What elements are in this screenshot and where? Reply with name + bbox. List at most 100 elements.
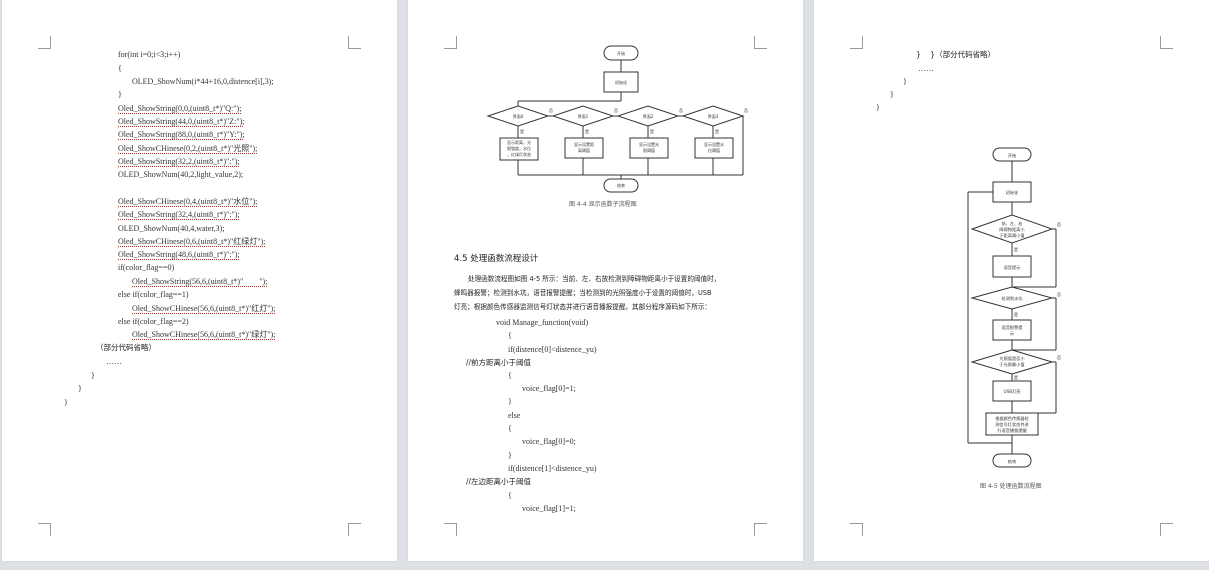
svg-text:是: 是 [1014,247,1019,253]
margin-corner-top-right [754,36,767,49]
svg-text:是: 是 [650,128,654,134]
svg-text:界面2: 界面2 [643,114,654,119]
svg-text:于距离阈小值: 于距离阈小值 [999,232,1024,239]
paragraph-line: 蜂鸣器报警；检测到水坑，语音报警提醒；当检测到的光照强度小于设置的阈值时，USB [454,289,712,297]
code-line: if(color_flag==0) [118,263,175,272]
svg-text:是: 是 [1014,312,1019,318]
svg-text:障碍物距离小: 障碍物距离小 [999,226,1025,233]
section-heading: 4.5 处理函数流程设计 [454,254,539,264]
svg-text:结束: 结束 [617,182,625,188]
code-comment: //前方距离小于阈值 [466,358,532,367]
code-line: } [903,77,907,86]
svg-text:前、左、右: 前、左、右 [1002,220,1023,227]
svg-text:界面0: 界面0 [513,114,524,119]
code-line: Oled_ShowCHinese(0,4,(uint8_t*)"水位"); [118,197,258,206]
margin-corner-bottom-right [1160,523,1173,536]
code-line: voice_flag[1]=1; [522,504,576,513]
margin-corner-bottom-left [850,523,863,536]
svg-text:USB灯亮: USB灯亮 [1004,388,1021,395]
omitted-code-note: （部分代码省略） [96,343,156,352]
code-line: else if(color_flag==2) [118,317,189,326]
code-line: } [890,90,894,99]
code-line: OLED_ShowNum(40,2,light_value,2); [118,170,244,179]
code-line: } [91,371,95,380]
code-line: void Manage_function(void) [496,318,589,327]
svg-text:否: 否 [679,108,683,113]
svg-text:照阈值: 照阈值 [643,147,655,153]
code-line: if(distence[0]<distence_yu) [508,345,597,354]
svg-text:开始: 开始 [1008,152,1017,159]
code-line: if(distence[1]<distence_yu) [508,464,597,473]
code-line: Oled_ShowString(88,0,(uint8_t*)"Y:"); [118,130,245,139]
margin-corner-top-right [348,36,361,49]
code-line: } [876,103,880,112]
svg-text:于光照最小值: 于光照最小值 [999,361,1024,368]
code-line: } [64,398,68,407]
svg-text:显示设置距: 显示设置距 [574,141,594,147]
code-line: Oled_ShowCHinese(56,6,(uint8_t*)"红灯"); [132,304,276,313]
code-line: { [508,424,512,433]
svg-text:结束: 结束 [1008,458,1017,465]
svg-text:是: 是 [1014,375,1019,381]
svg-text:光照值是否小: 光照值是否小 [999,355,1025,362]
svg-text:行语音播报提醒: 行语音播报提醒 [997,427,1027,434]
svg-text:否: 否 [744,108,748,113]
svg-text:初始化: 初始化 [615,79,627,85]
code-line: Oled_ShowCHinese(0,6,(uint8_t*)"红绿灯"); [118,237,266,246]
svg-text:是: 是 [585,128,589,134]
code-line: Oled_ShowString(0,0,(uint8_t*)"Q:"); [118,104,242,113]
code-line: { [508,371,512,380]
code-line: } [78,384,82,393]
code-line: voice_flag[0]=1; [522,384,576,393]
svg-text:根据颜色传感器检: 根据颜色传感器检 [995,415,1029,422]
svg-text:显示距离，光: 显示距离，光 [507,139,531,145]
code-line: else [508,411,521,420]
code-line: Oled_ShowCHinese(56,6,(uint8_t*)"绿灯"); [132,330,276,339]
svg-text:，红绿灯状态: ，红绿灯状态 [507,151,531,157]
svg-text:是: 是 [715,128,719,134]
document-page-3: } }（部分代码省略） …… } } } [814,0,1209,561]
margin-corner-top-right [1160,36,1173,49]
svg-text:否: 否 [549,108,553,113]
svg-text:离阈值: 离阈值 [578,147,590,153]
svg-text:界面3: 界面3 [708,114,719,119]
figure-caption: 图 4-5 处理函数流程图 [980,483,1042,490]
svg-text:显示设置光: 显示设置光 [639,141,659,147]
svg-text:否: 否 [1057,355,1061,361]
svg-text:测信号灯状态并进: 测信号灯状态并进 [995,421,1029,428]
document-page-2: 开始 初始化 界面0 界面1 界面2 界面3 是 是 是 是 否 否 否 否 显… [408,0,803,561]
code-line: Oled_ShowString(32,4,(uint8_t*)":"); [118,210,240,219]
code-line: Oled_ShowCHinese(0,2,(uint8_t*)"光照"); [118,144,258,153]
code-line: OLED_ShowNum(40,4,water,3); [118,224,225,233]
margin-corner-top-left [444,36,457,49]
paragraph-line: 灯亮；根据颜色传感器监测信号灯状态并进行语音播报提醒。其部分程序源码如下所示： [454,303,712,311]
margin-corner-bottom-left [444,523,457,536]
margin-corner-bottom-right [348,523,361,536]
code-line: voice_flag[0]=0; [522,437,576,446]
code-line: Oled_ShowString(44,0,(uint8_t*)"Z:"); [118,117,245,126]
code-line: } [118,90,122,99]
figure-caption: 图 4-4 显示函数子流程图 [569,201,637,208]
code-line: Oled_ShowString(56,6,(uint8_t*)" "); [132,277,268,286]
code-line: Oled_ShowString(48,6,(uint8_t*)":"); [118,250,240,259]
svg-text:语音报警提: 语音报警提 [1002,324,1024,331]
svg-text:位阈值: 位阈值 [708,147,720,153]
margin-corner-top-left [38,36,51,49]
code-line: { [508,491,512,500]
code-line: for(int i=0;i<3;i++) [118,50,181,59]
svg-text:开始: 开始 [617,50,625,56]
code-line: } [508,397,512,406]
code-line: OLED_ShowNum(i*44+16,0,distence[i],3); [132,77,274,86]
code-comment: //左边距离小于阈值 [466,477,532,486]
svg-text:初始化: 初始化 [1006,189,1019,196]
ellipsis: …… [106,357,122,366]
svg-text:是: 是 [520,128,524,134]
svg-text:示: 示 [1010,331,1014,336]
margin-corner-bottom-left [38,523,51,536]
code-line: { [118,64,122,73]
code-line: else if(color_flag==1) [118,290,189,299]
svg-text:检测到水坑: 检测到水坑 [1002,295,1024,302]
omitted-code-note: } }（部分代码省略） [916,50,996,59]
svg-text:否: 否 [1057,222,1061,228]
svg-text:界面1: 界面1 [578,114,589,119]
